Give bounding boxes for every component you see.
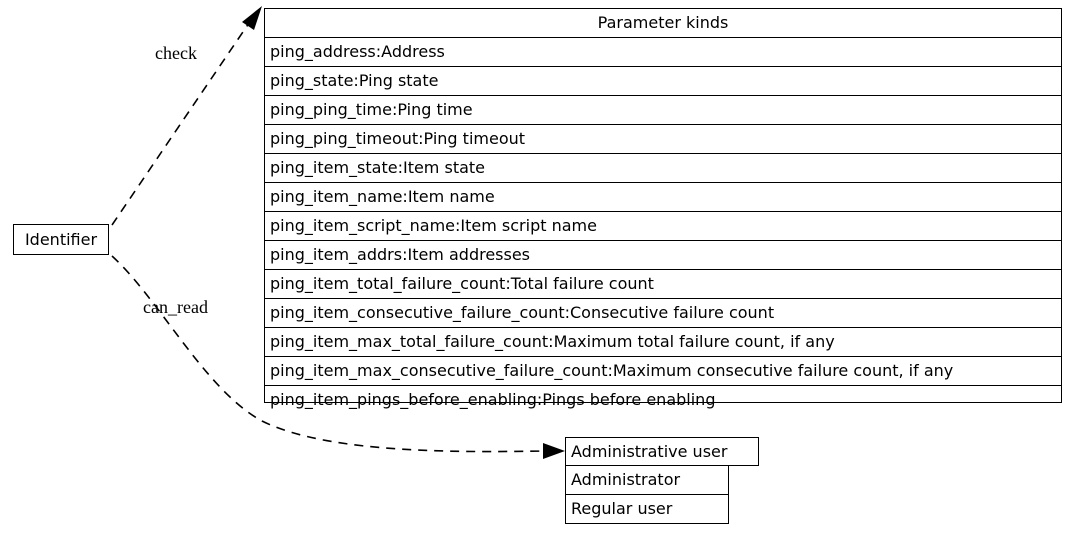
node-administrative-user[interactable]: Administrative user Administrator Regula… (565, 437, 759, 524)
parameter-kinds-row[interactable]: ping_address:Address (265, 38, 1061, 67)
edge-label-check: check (155, 43, 197, 63)
parameter-kinds-row[interactable]: ping_item_max_consecutive_failure_count:… (265, 357, 1061, 386)
node-parameter-kinds[interactable]: Parameter kinds ping_address:Address pin… (264, 8, 1062, 409)
parameter-kinds-row[interactable]: ping_item_total_failure_count:Total fail… (265, 270, 1061, 299)
parameter-kinds-row[interactable]: ping_ping_time:Ping time (265, 96, 1061, 125)
administrative-user-title: Administrative user (565, 437, 759, 466)
administrative-user-row[interactable]: Regular user (565, 495, 729, 524)
parameter-kinds-row[interactable]: ping_state:Ping state (265, 67, 1061, 96)
parameter-kinds-row[interactable]: ping_item_name:Item name (265, 183, 1061, 212)
node-identifier[interactable]: Identifier (13, 224, 109, 255)
parameter-kinds-row[interactable]: ping_item_script_name:Item script name (265, 212, 1061, 241)
parameter-kinds-title: Parameter kinds (265, 9, 1061, 38)
edge-can-read-arrowhead (543, 443, 565, 459)
parameter-kinds-row[interactable]: ping_item_consecutive_failure_count:Cons… (265, 299, 1061, 328)
parameter-kinds-row[interactable]: ping_item_pings_before_enabling:Pings be… (270, 390, 716, 409)
parameter-kinds-row[interactable]: ping_item_state:Item state (265, 154, 1061, 183)
parameter-kinds-row[interactable]: ping_item_max_total_failure_count:Maximu… (265, 328, 1061, 357)
administrative-user-row[interactable]: Administrator (565, 466, 729, 495)
edge-check-arrowhead (242, 6, 262, 30)
parameter-kinds-row[interactable]: ping_item_addrs:Item addresses (265, 241, 1061, 270)
parameter-kinds-row[interactable]: ping_ping_timeout:Ping timeout (265, 125, 1061, 154)
edge-label-can-read: can_read (143, 297, 208, 317)
